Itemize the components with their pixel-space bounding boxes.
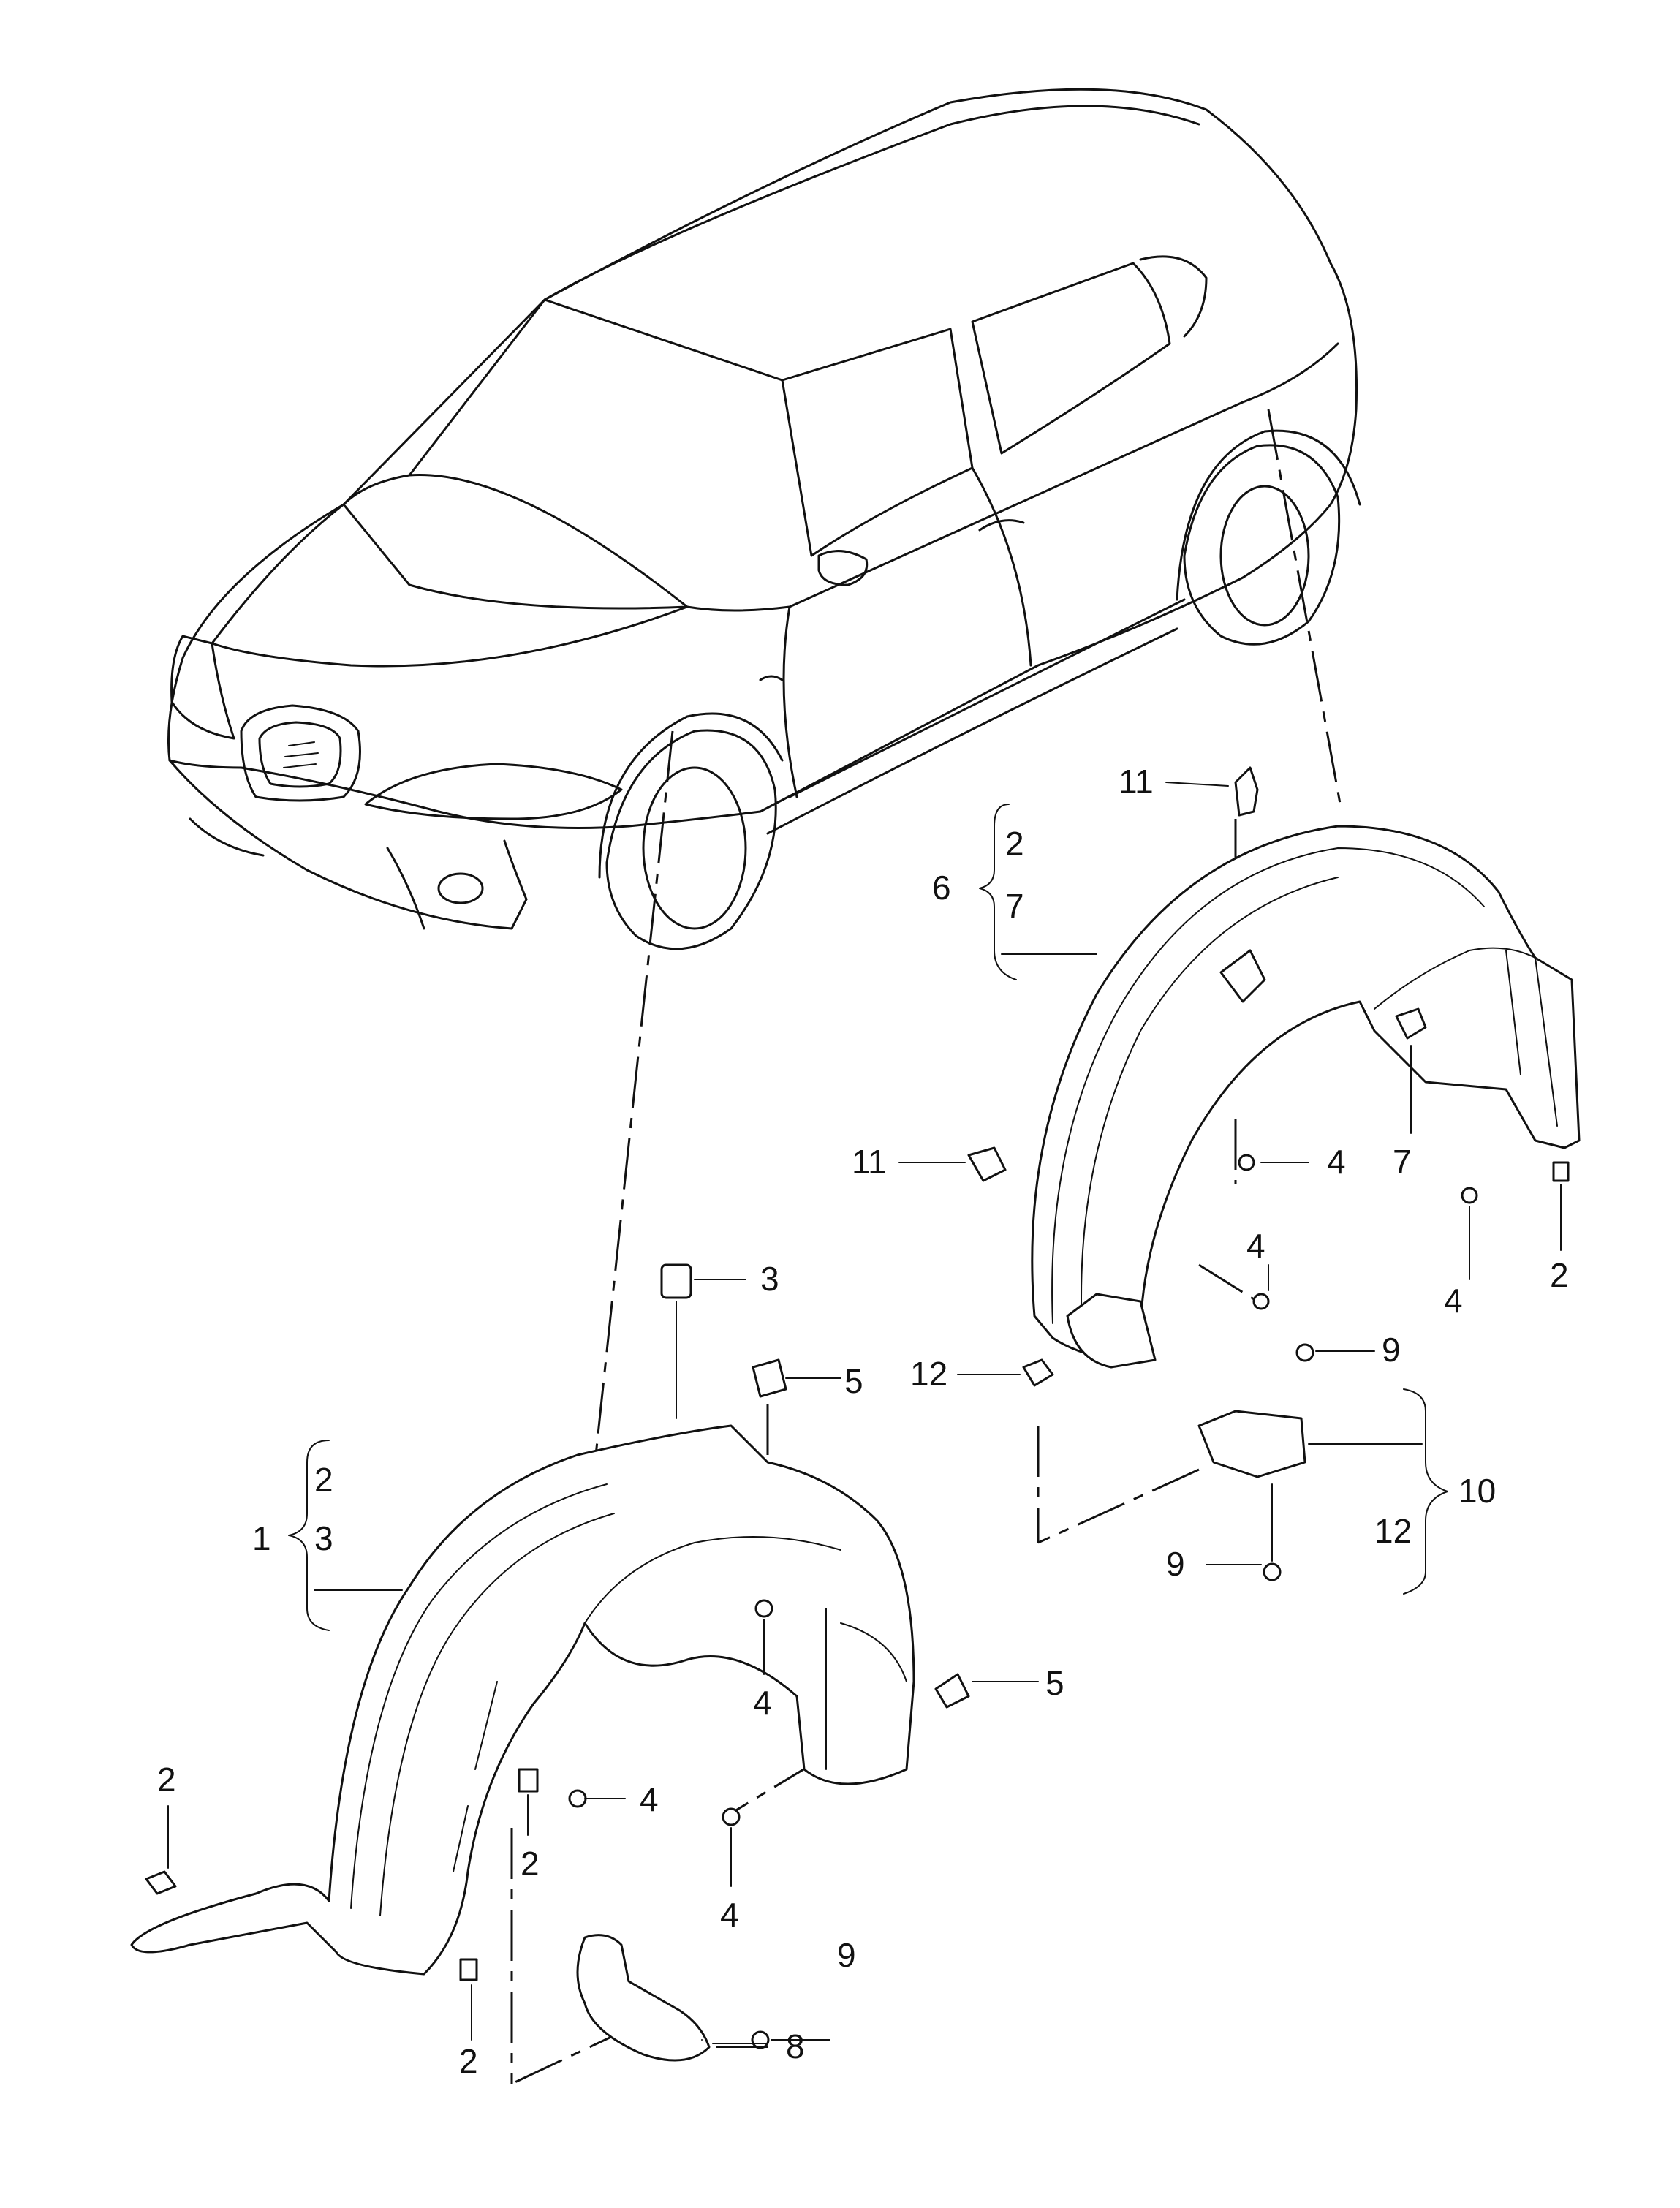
label-9-a: 9 bbox=[1382, 1331, 1401, 1369]
leader-lines bbox=[167, 782, 1562, 2048]
label-5-a: 5 bbox=[844, 1362, 863, 1400]
label-4-f: 4 bbox=[720, 1896, 739, 1934]
label-2-group6: 2 bbox=[1005, 825, 1024, 863]
part-labels: 11 2 6 7 11 4 7 4 4 2 3 9 5 12 2 10 1 3 … bbox=[157, 763, 1569, 2080]
fasteners bbox=[145, 766, 1570, 2049]
label-12-b: 12 bbox=[1374, 1512, 1412, 1550]
label-7-group6: 7 bbox=[1005, 887, 1024, 925]
label-3: 3 bbox=[760, 1260, 779, 1298]
label-9-c: 9 bbox=[837, 1936, 856, 1974]
label-11-mid: 11 bbox=[852, 1143, 887, 1181]
label-2-group1: 2 bbox=[314, 1461, 333, 1499]
front-wheel-housing-liner bbox=[130, 1424, 915, 2062]
label-8: 8 bbox=[786, 2027, 805, 2065]
rear-wheel-housing-liner bbox=[1031, 825, 1581, 1369]
label-2-a: 2 bbox=[1550, 1256, 1569, 1294]
label-4-e: 4 bbox=[640, 1780, 659, 1818]
label-12-a: 12 bbox=[910, 1355, 947, 1393]
label-4-d: 4 bbox=[753, 1684, 772, 1722]
reference-lines bbox=[510, 409, 1343, 2085]
label-7: 7 bbox=[1393, 1143, 1412, 1181]
label-9-b: 9 bbox=[1166, 1545, 1185, 1583]
car-illustration bbox=[167, 88, 1361, 950]
label-4-a: 4 bbox=[1327, 1143, 1346, 1181]
label-2-b: 2 bbox=[157, 1761, 176, 1799]
label-3-group1: 3 bbox=[314, 1519, 333, 1557]
label-2-d: 2 bbox=[459, 2042, 478, 2080]
label-4-c: 4 bbox=[1444, 1282, 1463, 1320]
label-5-b: 5 bbox=[1045, 1664, 1064, 1702]
label-2-c: 2 bbox=[521, 1845, 540, 1883]
label-10: 10 bbox=[1458, 1472, 1496, 1510]
label-11-top: 11 bbox=[1119, 763, 1154, 801]
label-6: 6 bbox=[932, 869, 951, 907]
label-1: 1 bbox=[252, 1519, 271, 1557]
label-4-b: 4 bbox=[1246, 1227, 1265, 1265]
